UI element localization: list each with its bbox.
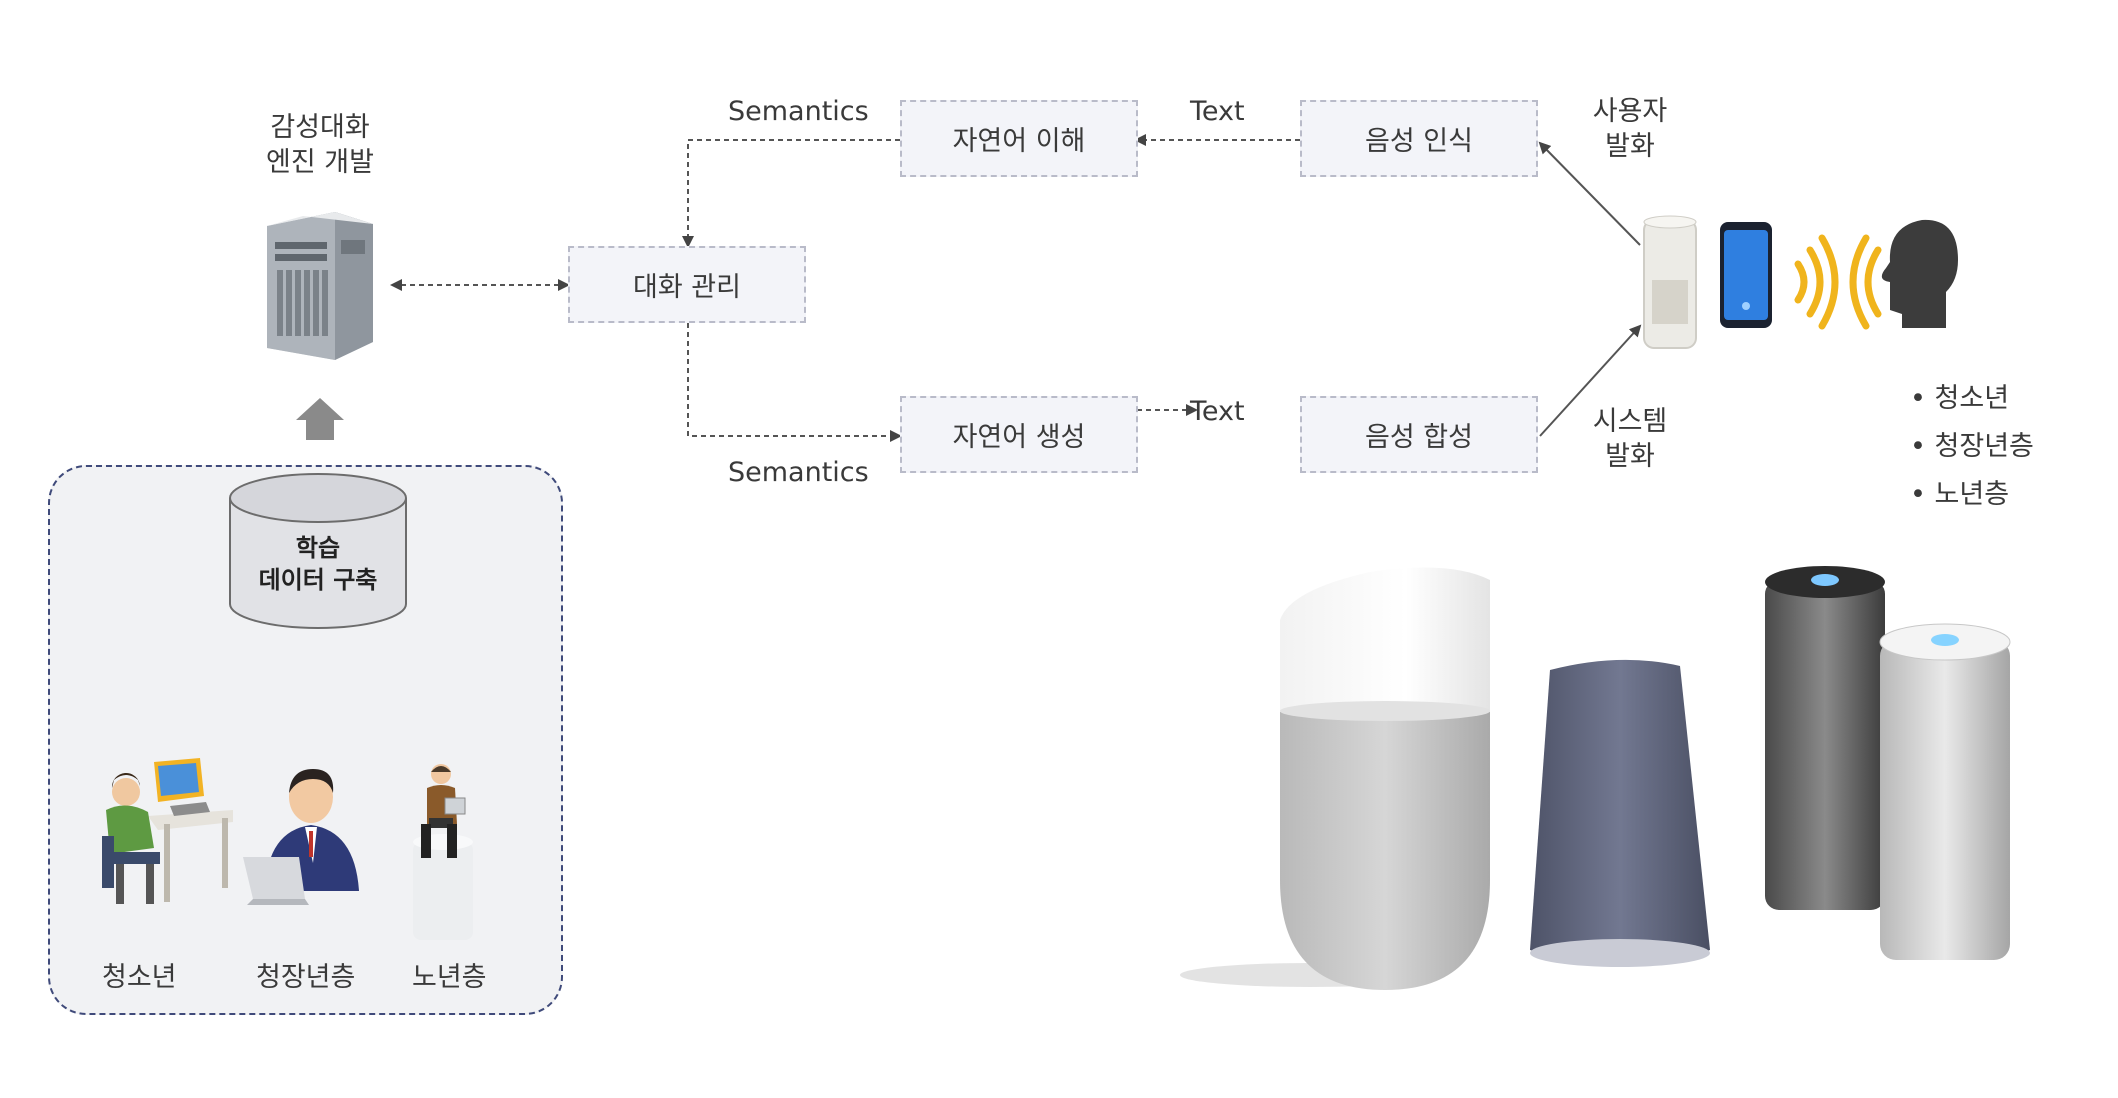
server-icon — [267, 212, 373, 360]
engine-title-line1: 감성대화 — [270, 112, 370, 143]
device-and-user-illustration — [1643, 215, 1958, 349]
user-head-icon — [1881, 219, 1958, 328]
user-group-item: • 청소년 — [1910, 383, 2010, 414]
tts-box: 음성 합성 — [1300, 396, 1538, 473]
text-bottom-label: Text — [1190, 396, 1245, 427]
database-label-line1: 학습 — [295, 534, 341, 562]
tts-label: 음성 합성 — [1365, 422, 1473, 453]
nlg-box: 자연어 생성 — [900, 396, 1138, 473]
system-utterance-line2: 발화 — [1605, 441, 1655, 472]
people-label-senior: 노년층 — [412, 962, 487, 993]
nlu-label: 자연어 이해 — [952, 126, 1086, 157]
engine-title-line2: 엔진 개발 — [266, 147, 374, 178]
text-top-label: Text — [1190, 96, 1245, 127]
nlg-label: 자연어 생성 — [952, 422, 1086, 453]
user-group-item: • 청장년층 — [1910, 431, 2034, 462]
dialog-to-nlg-arrow — [687, 323, 902, 442]
semantics-top-label: Semantics — [728, 96, 869, 127]
smartphone-icon — [1720, 222, 1772, 328]
system-utterance-line1: 시스템 — [1592, 406, 1668, 437]
database-label: 학습 데이터 구축 — [228, 532, 408, 596]
dialog-management-box: 대화 관리 — [568, 246, 806, 323]
smart-speakers-illustration — [1180, 566, 2011, 990]
user-group-item: • 노년층 — [1910, 479, 2010, 510]
user-utterance-label: 사용자 발화 — [1580, 94, 1680, 164]
google-home-speaker — [1280, 567, 1490, 990]
database-label-line2: 데이터 구축 — [258, 566, 378, 594]
silver-cylinder-speaker — [1879, 623, 2011, 960]
semantics-bottom-label: Semantics — [728, 457, 869, 488]
teen-user-icon — [102, 758, 233, 904]
dialog-management-label: 대화 관리 — [633, 272, 741, 303]
up-arrow-icon — [296, 398, 344, 440]
system-utterance-label: 시스템 발화 — [1580, 404, 1680, 474]
people-label-adult: 청장년층 — [256, 962, 356, 993]
dark-cylinder-speaker — [1765, 566, 1885, 910]
engine-title: 감성대화 엔진 개발 — [240, 110, 400, 180]
sound-wave-icon — [1794, 234, 1882, 330]
small-speaker-icon — [1643, 215, 1697, 349]
adult-user-icon — [243, 769, 359, 905]
user-group-teen: 청소년 — [1934, 383, 2010, 414]
people-label-teen: 청소년 — [102, 962, 177, 993]
asr-label: 음성 인식 — [1365, 126, 1473, 157]
database-icon — [229, 473, 407, 629]
cone-speaker — [1530, 659, 1710, 967]
nlu-box: 자연어 이해 — [900, 100, 1138, 177]
user-utterance-line1: 사용자 — [1592, 96, 1668, 127]
user-utterance-line2: 발화 — [1605, 131, 1655, 162]
tts-to-speaker-arrow — [1539, 324, 1642, 437]
senior-user-icon — [413, 764, 473, 940]
user-group-list: • 청소년 • 청장년층 • 노년층 — [1910, 375, 2034, 519]
speaker-to-asr-arrow — [1538, 141, 1641, 246]
user-group-adult: 청장년층 — [1934, 431, 2034, 462]
nlu-to-dialog-arrow — [682, 139, 900, 248]
user-group-senior: 노년층 — [1934, 479, 2010, 510]
asr-box: 음성 인식 — [1300, 100, 1538, 177]
